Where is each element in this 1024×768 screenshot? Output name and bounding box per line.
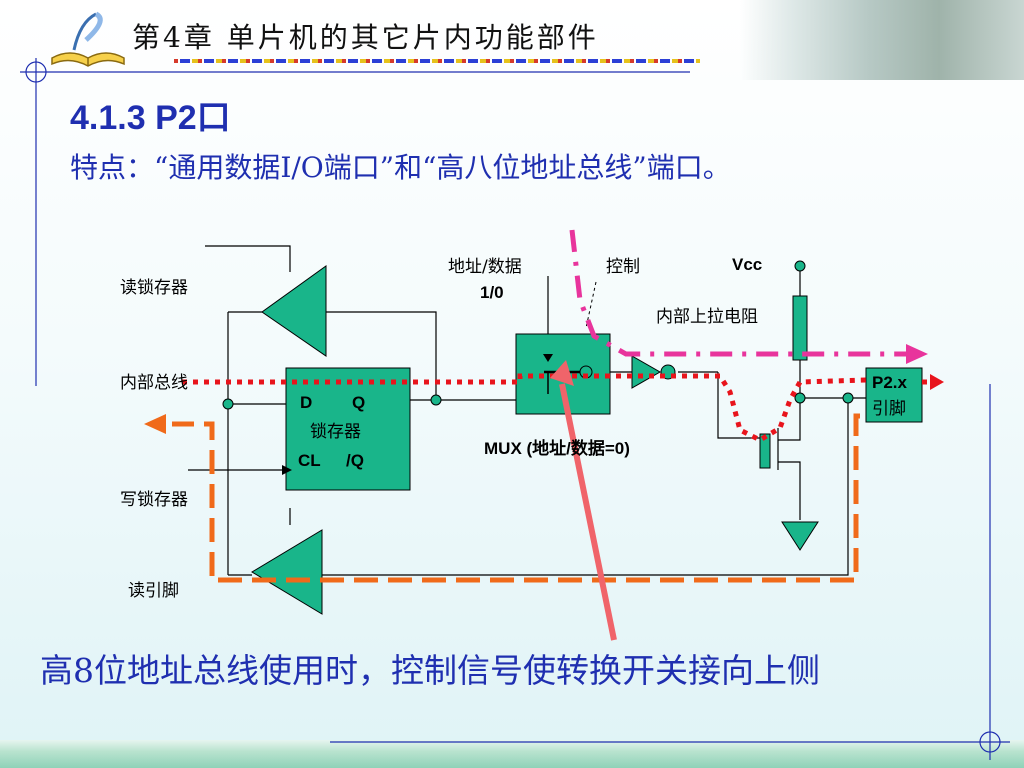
read-latch-buffer: [261, 265, 327, 357]
section-title: 4.1.3 P2口: [70, 99, 231, 137]
bottom-caption: 高8位地址总线使用时，控制信号使转换开关接向上侧: [40, 651, 820, 690]
latch-cl-label: CL: [298, 451, 321, 470]
label-addr-data: 地址/数据: [448, 257, 522, 277]
bus-path-red-dotted: [182, 373, 867, 443]
junction-nodes: [222, 260, 854, 410]
pointer-arrow: [559, 383, 617, 641]
control-path-magenta: [569, 229, 910, 357]
feature-description: 特点：“通用数据I/O端口”和“高八位地址总线”端口。: [70, 151, 731, 184]
crosshair-top-left: [25, 58, 47, 386]
red-path-arrow-icon: [930, 374, 944, 390]
pullup-resistor: [792, 295, 808, 361]
control-line: [585, 281, 597, 329]
magenta-path-arrow-icon: [906, 344, 928, 364]
inverter-gate: [631, 355, 662, 389]
output-fet: [759, 433, 771, 469]
label-mux: MUX (地址/数据=0): [484, 438, 630, 458]
ground-symbol: [781, 521, 819, 551]
p2x-pin-block: [865, 367, 923, 423]
latch-nq-label: /Q: [346, 451, 364, 470]
label-read-latch: 读锁存器: [120, 278, 188, 298]
book-quill-logo-icon: [51, 11, 125, 67]
label-read-pin: 读引脚: [128, 581, 179, 601]
label-pullup: 内部上拉电阻: [656, 307, 758, 327]
write-latch-arrow-icon: [282, 465, 292, 475]
chapter-title: 第4章 单片机的其它片内功能部件: [132, 21, 599, 54]
orange-path-arrow-icon: [144, 414, 166, 434]
label-io: 1/0: [480, 283, 504, 302]
label-internal-bus: 内部总线: [120, 373, 188, 393]
read-pin-path-orange: [172, 413, 860, 583]
label-write-latch: 写锁存器: [120, 490, 188, 510]
crosshair-bottom-right: [330, 384, 1010, 760]
pointer-arrow-head-icon: [550, 360, 574, 386]
read-pin-buffer: [251, 529, 323, 615]
latch-name-label: 锁存器: [310, 422, 361, 442]
pin-label-top: P2.x: [872, 373, 908, 392]
latch-d-label: D: [300, 393, 312, 412]
bottom-decor-band: [0, 740, 1024, 768]
label-vcc: Vcc: [732, 255, 762, 274]
label-control: 控制: [606, 257, 640, 277]
circuit-wires: [188, 245, 866, 576]
pin-label-bottom: 引脚: [872, 399, 906, 419]
latch-q-label: Q: [352, 393, 365, 412]
d-latch-block: [285, 367, 411, 491]
header-photo: [740, 0, 1024, 80]
